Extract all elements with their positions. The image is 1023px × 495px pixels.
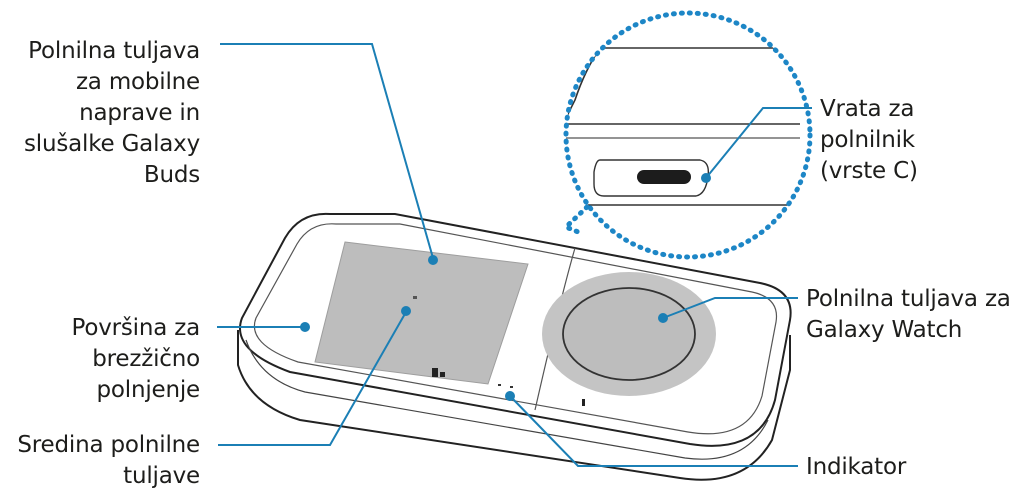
usb-c-port	[637, 170, 691, 184]
callout-watch-coil	[662, 297, 798, 319]
label-wireless-surface: Površina za brezžično polnjenje	[71, 315, 200, 403]
callout-port	[705, 107, 812, 179]
port-zoom-detail	[561, 10, 813, 260]
pad-center-mark	[413, 296, 417, 299]
callout-lines	[217, 43, 812, 467]
watch-icon	[582, 399, 585, 406]
watch-charging-pad	[542, 272, 716, 396]
label-indicator: Indikator	[806, 454, 907, 480]
phone-buds-icon	[432, 368, 445, 377]
callout-center	[218, 311, 407, 446]
label-watch-coil: Polnilna tuljava za Galaxy Watch	[806, 286, 1011, 343]
charger-side-edge	[245, 339, 769, 460]
charger-top-bevel	[253, 223, 778, 435]
callout-indicator	[509, 395, 798, 467]
callout-coil-mobile	[220, 43, 434, 259]
label-coil-mobile: Polnilna tuljava za mobilne naprave in s…	[23, 38, 200, 188]
indicator-lights	[498, 384, 513, 388]
mobile-charging-pad	[314, 241, 529, 385]
label-charger-port: Vrata za polnilnik (vrste C)	[820, 96, 918, 184]
callout-dots	[300, 173, 711, 401]
label-coil-center: Sredina polnilne tuljave	[17, 432, 200, 489]
